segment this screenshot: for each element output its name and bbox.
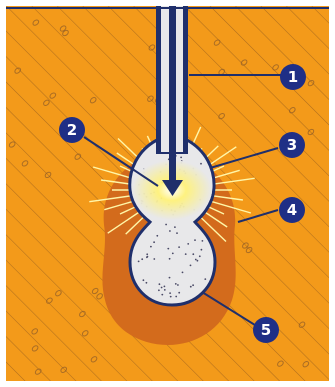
grout-speckle [185,253,187,255]
grout-speckle [169,230,171,232]
injection-rod [169,4,176,184]
grout-speckle [175,283,177,285]
grout-speckle [138,261,140,263]
grout-speckle [194,239,196,241]
grout-speckle [195,259,197,261]
grout-speckle [200,163,202,165]
grout-speckle [164,286,166,288]
grout-speckle [169,258,171,260]
grout-speckle [150,246,152,248]
grout-speckle [172,253,174,255]
grout-speckle [199,255,201,257]
callout-5-label: 5 [261,321,271,339]
grout-speckle [174,226,176,228]
grout-speckle [165,224,167,226]
grout-speckle [161,287,163,289]
grout-speckle [169,277,171,279]
grout-speckle [197,260,199,262]
grout-speckle [170,296,172,298]
grout-speckle [146,282,148,284]
grout-speckle [153,241,155,243]
grout-speckle [158,289,160,291]
callout-5: 5 [253,317,279,343]
grout-speckle [153,258,155,260]
grout-speckle [169,292,171,294]
grout-speckle [204,278,206,280]
grout-speckle [161,294,163,296]
grout-speckle [159,283,161,285]
grout-speckle [167,248,169,250]
grout-speckle [177,284,179,286]
grout-speckle [178,246,180,248]
grout-speckle [180,157,182,159]
grout-speckle [182,272,184,274]
grout-speckle [190,286,192,288]
callout-2: 2 [59,117,85,143]
grout-speckle [156,235,158,237]
grout-speckle [201,249,203,251]
grout-speckle [143,279,145,281]
grout-speckle [146,253,148,255]
callout-4-label: 4 [287,201,297,219]
grout-speckle [164,289,166,291]
grout-speckle [178,292,180,294]
grout-speckle [192,253,194,255]
grout-speckle [187,243,189,245]
callout-1-label: 1 [288,68,298,86]
callout-1: 1 [280,64,306,90]
grout-speckle [176,232,178,234]
grout-speckle [202,240,204,242]
callout-2-label: 2 [67,121,77,139]
callout-3-label: 3 [287,136,297,154]
grout-speckle [141,258,143,260]
grout-speckle [175,296,177,298]
grout-speckle [192,284,194,286]
callout-4: 4 [279,197,305,223]
callout-3: 3 [279,132,305,158]
grout-speckle [190,265,192,267]
grout-speckle [147,256,149,258]
